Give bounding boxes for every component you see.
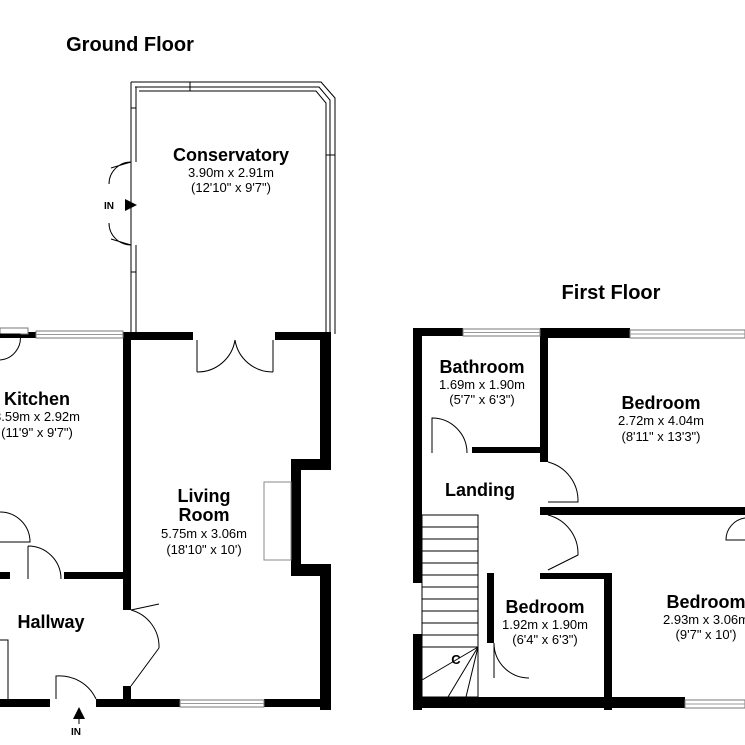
living-room-fireplace <box>263 481 292 561</box>
kitchen-metric: 3.59m x 2.92m <box>0 409 80 424</box>
bedroom-1-name: Bedroom <box>621 393 700 413</box>
bathroom-name: Bathroom <box>440 357 525 377</box>
ground-floor-windows <box>0 327 265 708</box>
bedroom-3-imperial: (9'7" x 10') <box>676 627 737 642</box>
conservatory-metric: 3.90m x 2.91m <box>188 165 274 180</box>
living-room-metric: 5.75m x 3.06m <box>161 526 247 541</box>
conservatory-name: Conservatory <box>173 145 289 165</box>
cupboard-label: C <box>451 652 461 667</box>
hallway-name: Hallway <box>17 612 84 632</box>
bedroom-3-metric: 2.93m x 3.06m <box>663 612 745 627</box>
conservatory-entry-label: IN <box>104 201 114 212</box>
first-floor-walls <box>413 328 745 710</box>
conservatory-imperial: (12'10" x 9'7") <box>191 180 271 195</box>
landing-name: Landing <box>445 480 515 500</box>
bedroom-3-name: Bedroom <box>666 592 745 612</box>
first-floor-windows <box>462 328 745 709</box>
hallway-entry-label: IN <box>71 727 81 738</box>
ground-floor <box>0 81 336 724</box>
living-room-imperial: (18'10" x 10') <box>166 542 241 557</box>
bedroom-1-imperial: (8'11" x 13'3") <box>622 429 701 444</box>
first-floor-title: First Floor <box>562 282 661 304</box>
bedroom-2-metric: 1.92m x 1.90m <box>502 617 588 632</box>
first-floor <box>413 328 745 710</box>
ground-floor-title: Ground Floor <box>66 34 194 56</box>
ground-floor-walls <box>0 332 331 710</box>
first-floor-doors <box>431 417 745 679</box>
hallway-entry-arrow-icon <box>73 707 85 719</box>
kitchen-imperial: (11'9" x 9'7") <box>1 425 73 440</box>
conservatory-entry-arrow-icon <box>125 199 137 211</box>
living-room-name-line1: Living <box>178 486 231 506</box>
bathroom-metric: 1.69m x 1.90m <box>439 377 525 392</box>
conservatory-frame <box>130 81 336 334</box>
living-room-name-line2: Room <box>179 505 230 525</box>
bedroom-1-metric: 2.72m x 4.04m <box>618 413 704 428</box>
bedroom-2-imperial: (6'4" x 6'3") <box>512 632 578 647</box>
bedroom-2-name: Bedroom <box>505 597 584 617</box>
bathroom-imperial: (5'7" x 6'3") <box>449 392 515 407</box>
kitchen-name: Kitchen <box>4 389 70 409</box>
ground-floor-doors <box>0 333 274 700</box>
staircase <box>421 514 479 698</box>
